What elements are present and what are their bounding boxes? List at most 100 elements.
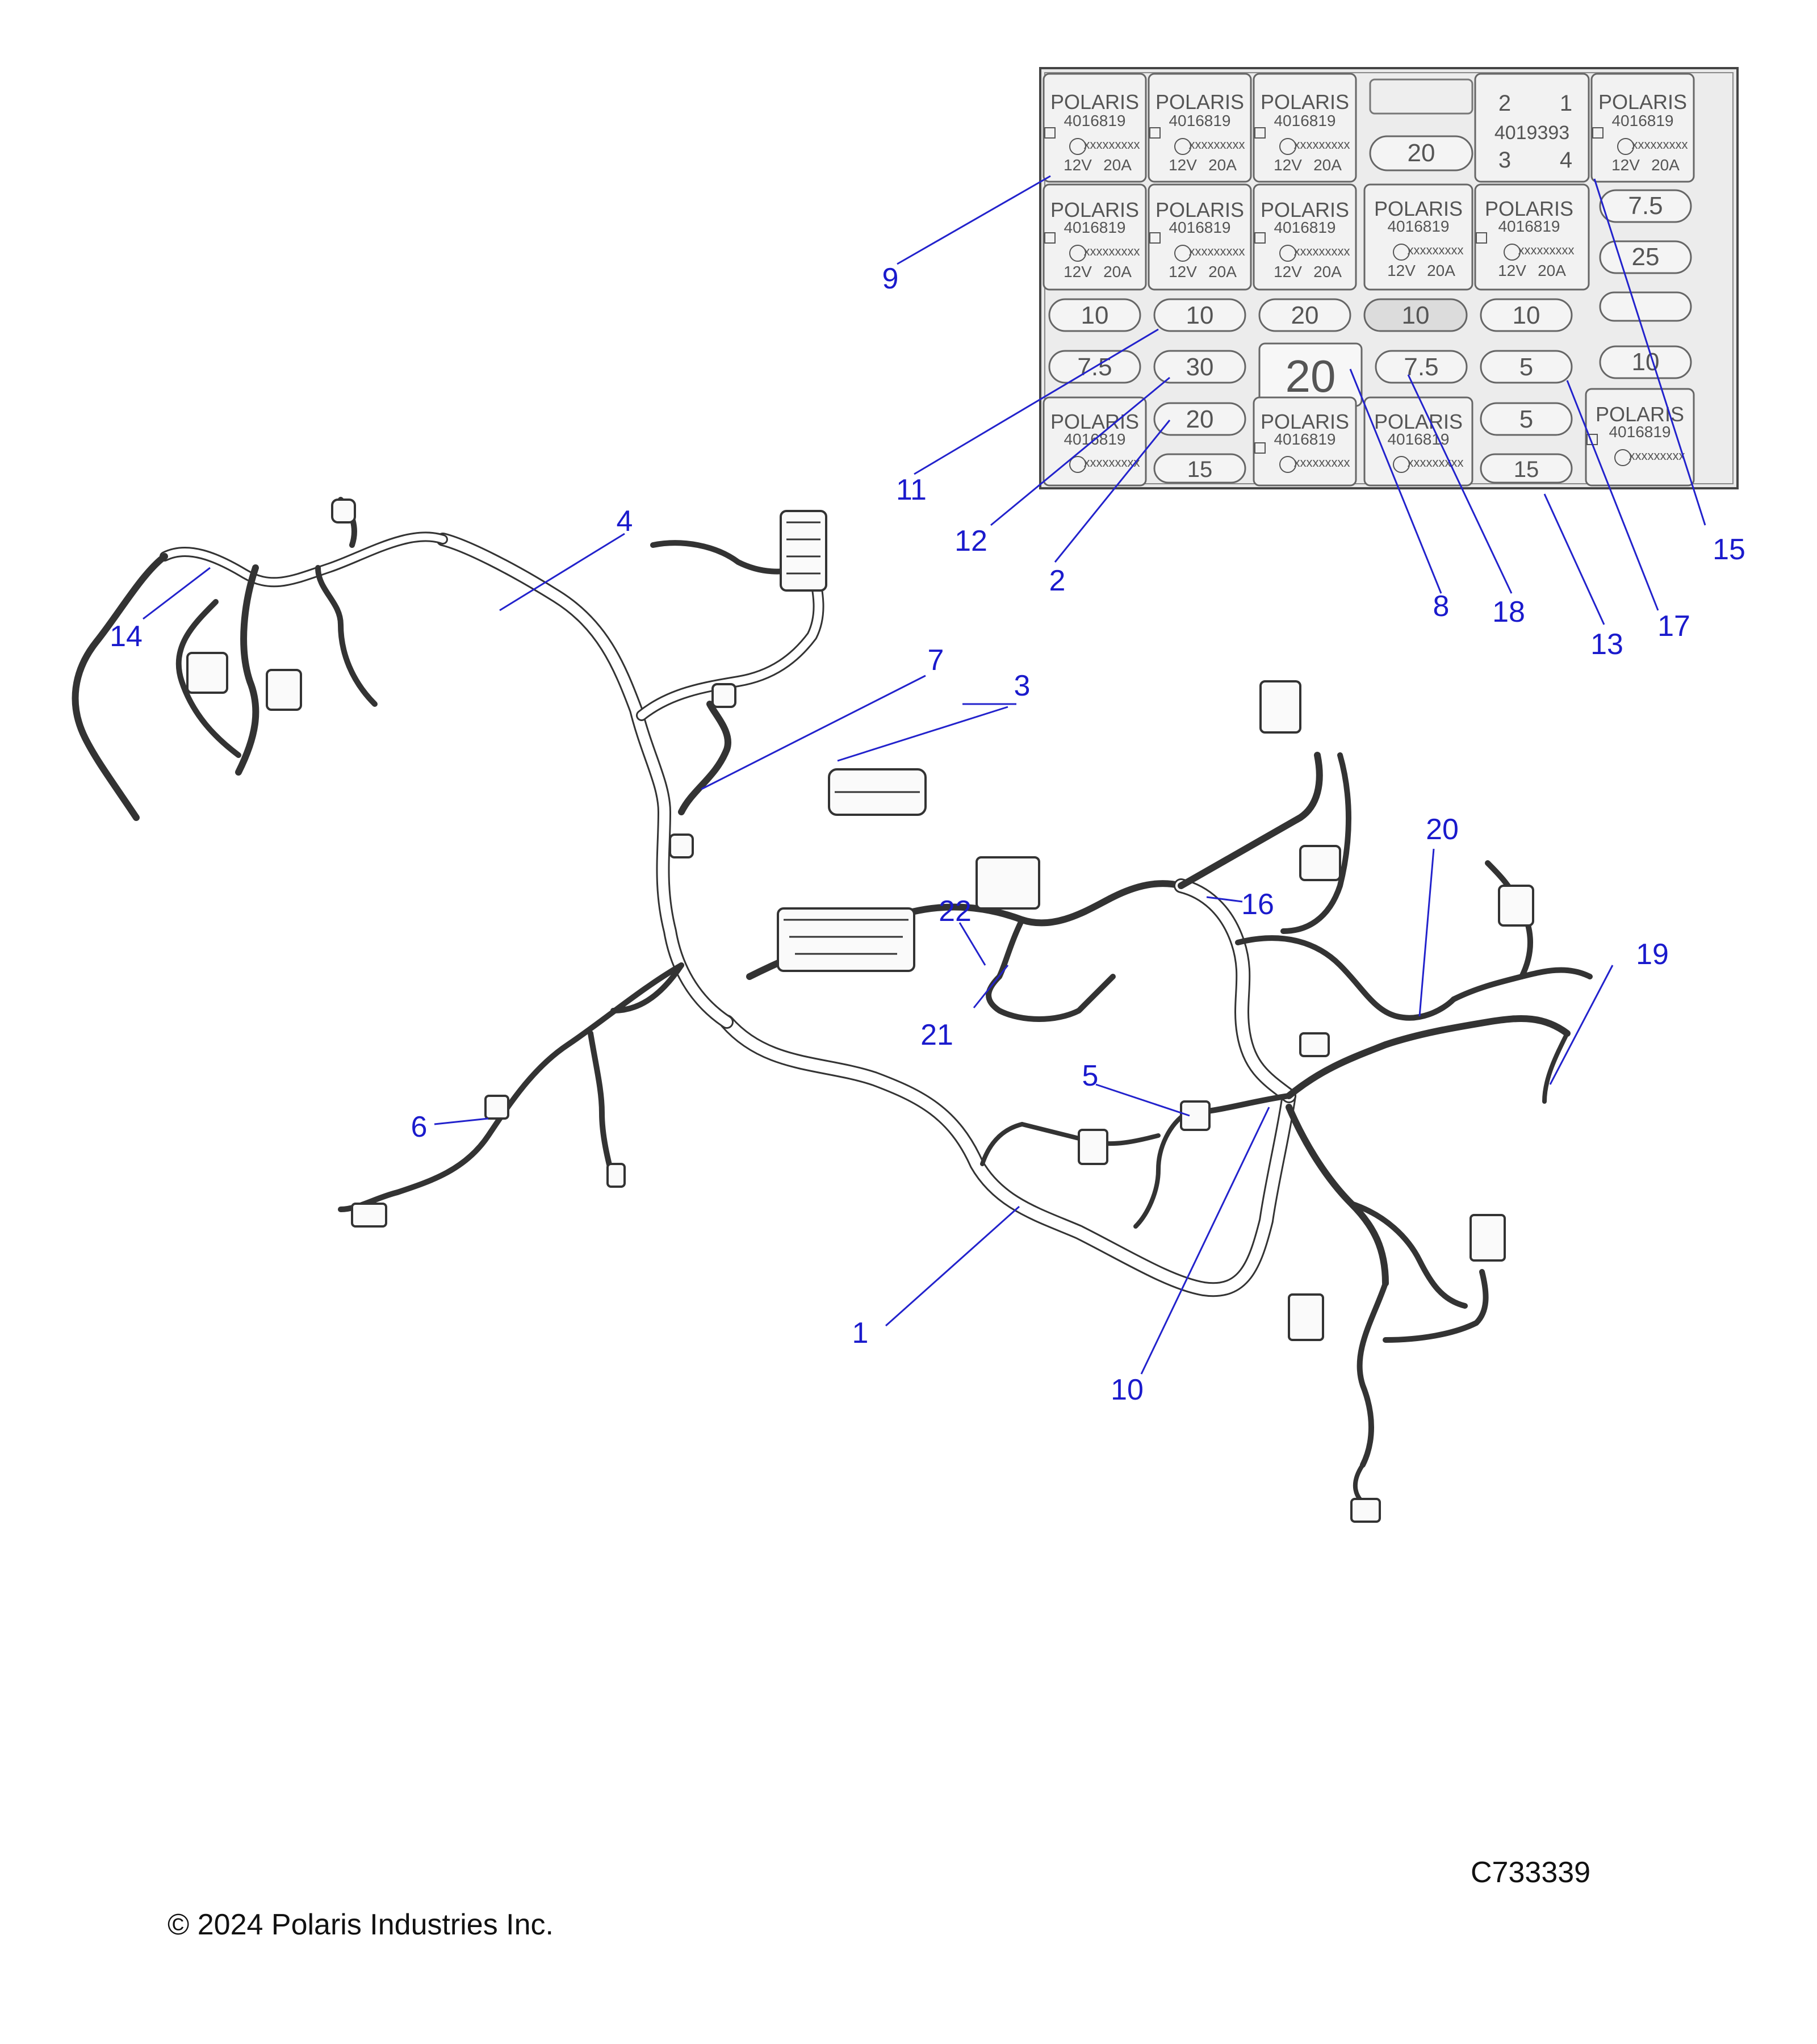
svg-text:20A: 20A: [1313, 263, 1342, 280]
relay: POLARIS 4016819 xxxxxxxxx: [1253, 396, 1357, 487]
svg-text:30: 30: [1186, 353, 1214, 381]
callout-9: 9: [882, 262, 899, 295]
svg-text:xxxxxxxxx: xxxxxxxxx: [1084, 455, 1140, 470]
svg-text:4016819: 4016819: [1609, 423, 1671, 441]
svg-text:4016819: 4016819: [1169, 219, 1230, 236]
fuse-box-housing: [777, 907, 915, 972]
svg-text:7.5: 7.5: [1628, 192, 1663, 220]
svg-text:4016819: 4016819: [1064, 112, 1125, 129]
svg-text:12V: 12V: [1611, 156, 1640, 174]
connector: [484, 1095, 509, 1120]
connector: [1350, 1498, 1381, 1523]
svg-text:25: 25: [1632, 243, 1660, 271]
fuse: 15: [1480, 453, 1573, 484]
svg-text:4016819: 4016819: [1387, 217, 1449, 235]
relay: POLARIS 4016819 xxxxxxxxx 12V 20A: [1363, 183, 1473, 291]
callout-18: 18: [1492, 596, 1525, 629]
svg-text:20A: 20A: [1208, 156, 1237, 174]
svg-text:xxxxxxxxx: xxxxxxxxx: [1629, 449, 1685, 463]
fuse: 5: [1480, 350, 1573, 384]
connector: [1469, 1214, 1506, 1262]
svg-text:xxxxxxxxx: xxxxxxxxx: [1294, 455, 1350, 470]
callout-14: 14: [110, 620, 143, 653]
relay: POLARIS 4016819 xxxxxxxxx 12V 20A: [1253, 73, 1357, 183]
callout-7: 7: [928, 644, 944, 677]
svg-text:xxxxxxxxx: xxxxxxxxx: [1084, 137, 1140, 152]
svg-text:4016819: 4016819: [1064, 219, 1125, 236]
callout-8: 8: [1433, 590, 1450, 623]
svg-text:POLARIS: POLARIS: [1155, 90, 1244, 114]
relay-connector: [976, 856, 1040, 910]
svg-text:10: 10: [1513, 301, 1540, 329]
svg-text:20A: 20A: [1427, 262, 1455, 279]
svg-text:12V: 12V: [1169, 263, 1197, 280]
connector: [606, 1163, 626, 1188]
svg-text:20A: 20A: [1103, 263, 1132, 280]
callout-4: 4: [617, 505, 633, 538]
svg-text:POLARIS: POLARIS: [1374, 197, 1463, 220]
leader-lines: [143, 175, 1706, 1375]
fuse: 10: [1048, 298, 1141, 332]
relay: POLARIS 4016819 xxxxxxxxx 12V 20A: [1148, 73, 1252, 183]
svg-text:20A: 20A: [1103, 156, 1132, 174]
svg-text:xxxxxxxxx: xxxxxxxxx: [1408, 455, 1464, 470]
svg-text:4: 4: [1560, 148, 1572, 173]
connector: [186, 652, 228, 694]
callout-17: 17: [1657, 610, 1690, 643]
fuse-box-inset: POLARIS 4016819 xxxxxxxxx 12V 20A POLARI…: [1039, 67, 1739, 489]
callout-20: 20: [1426, 813, 1459, 846]
svg-text:4016819: 4016819: [1387, 430, 1449, 448]
svg-text:xxxxxxxxx: xxxxxxxxx: [1518, 243, 1575, 257]
svg-text:20: 20: [1286, 351, 1336, 401]
svg-text:POLARIS: POLARIS: [1050, 90, 1139, 114]
svg-text:POLARIS: POLARIS: [1050, 410, 1139, 433]
fuse: 10: [1599, 345, 1692, 379]
svg-text:POLARIS: POLARIS: [1155, 198, 1244, 221]
svg-text:POLARIS: POLARIS: [1596, 403, 1684, 426]
svg-text:20: 20: [1408, 139, 1435, 167]
svg-text:POLARIS: POLARIS: [1261, 90, 1349, 114]
fuse: 10: [1480, 298, 1573, 332]
svg-text:4016819: 4016819: [1498, 217, 1560, 235]
svg-text:20A: 20A: [1651, 156, 1680, 174]
fuse: 20: [1258, 298, 1351, 332]
wiring-harness: [72, 497, 1593, 1513]
svg-text:12V: 12V: [1387, 262, 1416, 279]
svg-text:xxxxxxxxx: xxxxxxxxx: [1408, 243, 1464, 257]
svg-text:12V: 12V: [1274, 263, 1302, 280]
svg-text:15: 15: [1514, 457, 1539, 482]
callout-11: 11: [896, 474, 927, 506]
connector: [1259, 680, 1301, 734]
connector: [711, 683, 736, 708]
connector: [1180, 1100, 1211, 1131]
callout-22: 22: [939, 895, 972, 928]
svg-text:4016819: 4016819: [1611, 112, 1673, 129]
fuse: 10: [1153, 298, 1246, 332]
svg-text:10: 10: [1186, 301, 1214, 329]
callout-12: 12: [954, 525, 987, 558]
svg-text:xxxxxxxxx: xxxxxxxxx: [1294, 244, 1350, 258]
svg-text:20A: 20A: [1538, 262, 1566, 279]
callout-21: 21: [920, 1019, 953, 1052]
fuse: [1599, 291, 1692, 322]
connector: [1288, 1293, 1324, 1341]
svg-text:POLARIS: POLARIS: [1374, 410, 1463, 433]
svg-text:POLARIS: POLARIS: [1261, 198, 1349, 221]
svg-text:12V: 12V: [1498, 262, 1526, 279]
svg-text:POLARIS: POLARIS: [1598, 90, 1687, 114]
fuse: 20: [1369, 78, 1473, 171]
copyright-notice: © 2024 Polaris Industries Inc.: [168, 1908, 554, 1941]
svg-text:10: 10: [1081, 301, 1109, 329]
svg-text:12V: 12V: [1064, 156, 1092, 174]
connector: [331, 499, 356, 523]
callout-1: 1: [852, 1317, 869, 1350]
svg-text:4019393: 4019393: [1494, 122, 1569, 144]
callout-5: 5: [1082, 1059, 1099, 1092]
harness-components: [186, 499, 1534, 1523]
callout-3: 3: [1014, 669, 1031, 702]
svg-text:12V: 12V: [1064, 263, 1092, 280]
connector: [1299, 1032, 1330, 1057]
relay: POLARIS 4016819 xxxxxxxxx 12V 20A: [1474, 183, 1590, 291]
fuse: 20: [1153, 402, 1246, 436]
relay: POLARIS 4016819 xxxxxxxxx 12V 20A: [1253, 183, 1357, 291]
